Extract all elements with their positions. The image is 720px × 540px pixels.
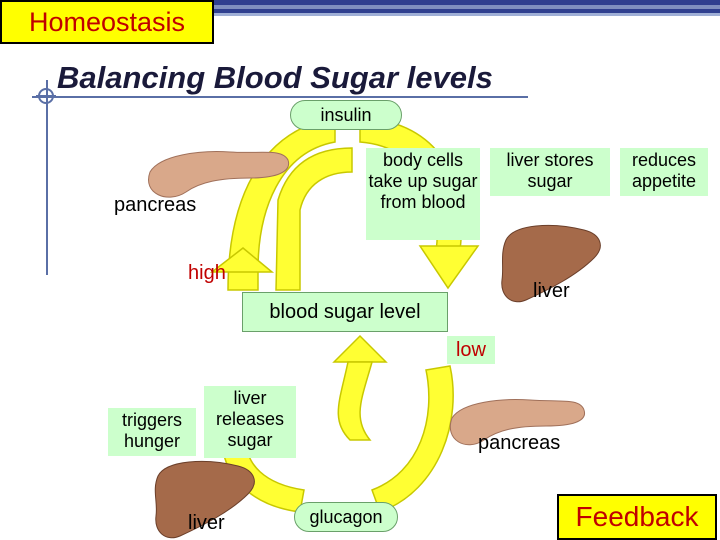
cycle-arrow-icon [221, 334, 454, 513]
section-tag: Homeostasis [0, 0, 214, 44]
body-cells-box: body cells take up sugar from blood [366, 148, 480, 240]
header-bar [214, 0, 720, 18]
liver-icon [501, 224, 601, 303]
crosshair-icon [36, 88, 56, 104]
high-label: high [188, 262, 226, 284]
insulin-label: insulin [290, 100, 402, 130]
blood-sugar-level-box: blood sugar level [242, 292, 448, 332]
low-label: low [447, 336, 495, 364]
pancreas-icon [148, 151, 290, 198]
liver-stores-box: liver stores sugar [490, 148, 610, 196]
reduces-appetite-box: reduces appetite [620, 148, 708, 196]
pancreas-label: pancreas [114, 194, 197, 216]
triggers-hunger-box: triggers hunger [108, 408, 196, 456]
liver-label: liver [188, 512, 225, 534]
feedback-tag: Feedback [557, 494, 717, 540]
liver-label: liver [533, 280, 570, 302]
title-vertical-line [46, 80, 48, 275]
liver-icon [154, 460, 255, 539]
slide-title: Balancing Blood Sugar levels [57, 60, 493, 95]
pancreas-label: pancreas [478, 432, 561, 454]
glucagon-label: glucagon [294, 502, 398, 532]
pancreas-icon [449, 399, 585, 446]
title-underline [32, 96, 528, 98]
liver-releases-box: liver releases sugar [204, 386, 296, 458]
